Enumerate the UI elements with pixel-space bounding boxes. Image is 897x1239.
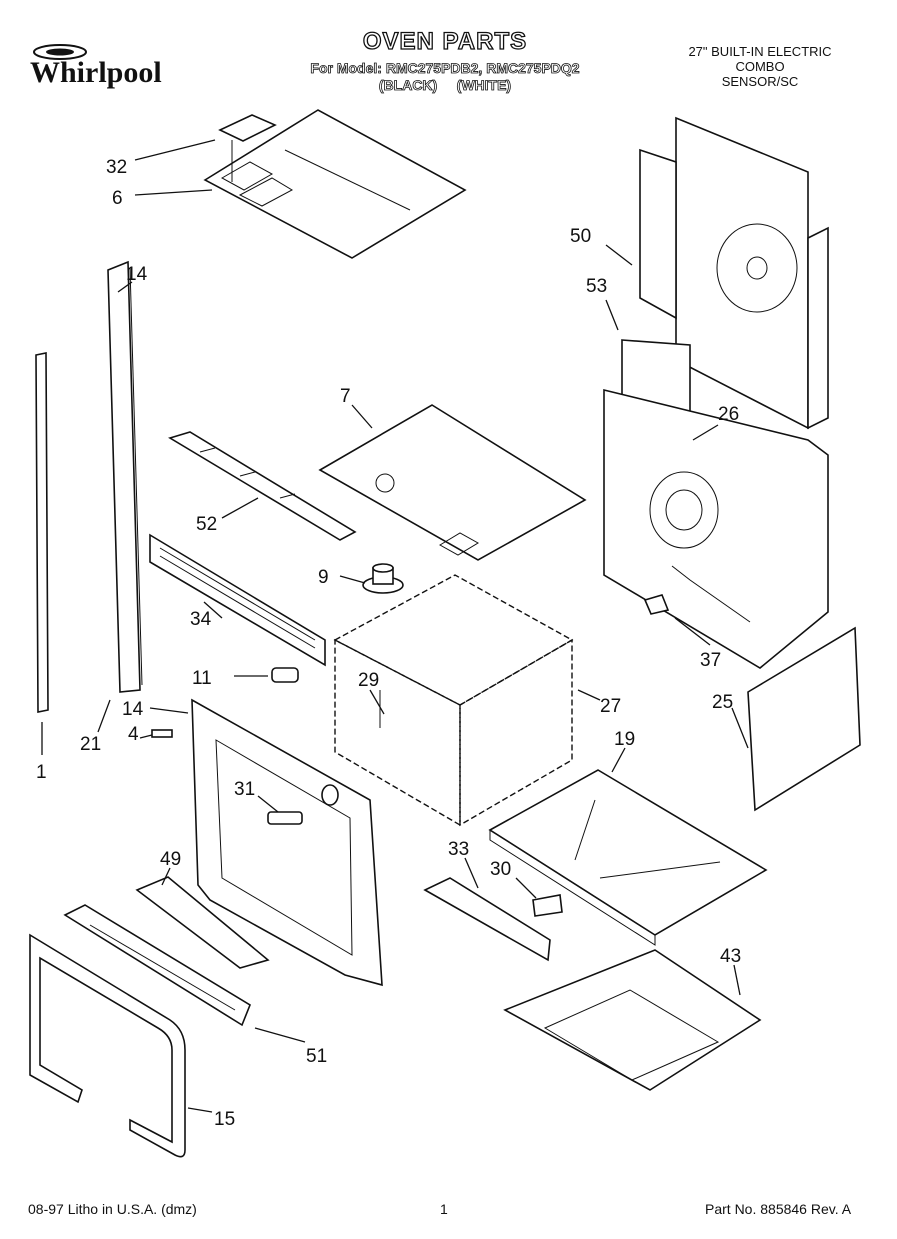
- part-1-trim-strip: [35, 352, 49, 713]
- part-15-gasket: [29, 933, 186, 1158]
- product-line-3: SENSOR/SC: [721, 74, 799, 89]
- callout-21: 21: [80, 734, 101, 755]
- product-description: 27" BUILT-IN ELECTRIC COMBO SENSOR/SC: [650, 44, 870, 89]
- part-19-floor-pan: [488, 769, 768, 946]
- part-31-switch: [267, 811, 303, 825]
- callout-6: 6: [112, 188, 123, 209]
- product-line-2: COMBO: [735, 59, 785, 74]
- part-32-bracket: [218, 114, 277, 182]
- callout-53: 53: [586, 276, 607, 297]
- part-50-rear-panel: [639, 116, 829, 430]
- part-4-screw: [151, 729, 173, 738]
- leader-lines: [41, 139, 749, 1113]
- callout-7: 7: [340, 386, 351, 407]
- callout-29: 29: [358, 670, 379, 691]
- part-51-vent-trim: [63, 904, 251, 1027]
- callout-labels: 32 6 50 53 7 26 14 1 52 9 34 11 29 27 37…: [36, 157, 741, 1130]
- part-14-front-frame: [191, 698, 383, 987]
- brand-name: Whirlpool: [30, 56, 162, 89]
- part-34-grille: [149, 533, 326, 667]
- callout-1: 1: [36, 762, 47, 783]
- callout-49: 49: [160, 849, 181, 870]
- callout-14: 14: [122, 699, 144, 720]
- model-info: For Model: RMC275PDB2, RMC275PDQ2 (BLACK…: [285, 60, 605, 94]
- part-21-side-trim: [107, 260, 143, 693]
- callout-15: 15: [214, 1109, 235, 1130]
- color-line: (BLACK) (WHITE): [378, 77, 512, 94]
- product-line-1: 27" BUILT-IN ELECTRIC: [688, 44, 832, 59]
- part-25-side-panel: [747, 626, 861, 812]
- part-9-sensor: [362, 563, 404, 594]
- part-11-lamp: [271, 667, 299, 683]
- part-6-top-panel: [203, 109, 467, 259]
- footer-page-number: 1: [440, 1201, 448, 1217]
- callout-43: 43: [720, 946, 741, 967]
- callout-50: 50: [570, 226, 591, 247]
- callout-25: 25: [712, 692, 733, 713]
- part-52-vent-duct: [168, 431, 357, 541]
- callout-31: 31: [234, 779, 255, 800]
- callout-27: 27: [600, 696, 621, 717]
- callout-4: 4: [128, 724, 139, 745]
- callout-33: 33: [448, 839, 469, 860]
- part-49-strip: [135, 876, 270, 969]
- part-26-rear-wall: [603, 388, 829, 669]
- model-line: For Model: RMC275PDB2, RMC275PDQ2: [310, 60, 580, 77]
- callout-14-top: 14: [126, 264, 148, 285]
- page-title: OVEN PARTS: [362, 27, 528, 55]
- footer-part-number: Part No. 885846 Rev. A: [705, 1201, 852, 1217]
- part-43-drip-pan: [503, 949, 762, 1091]
- footer-print-info: 08-97 Litho in U.S.A. (dmz): [28, 1201, 197, 1217]
- callout-30: 30: [490, 859, 511, 880]
- callout-9: 9: [318, 567, 329, 588]
- callout-52: 52: [196, 514, 217, 535]
- callout-51: 51: [306, 1046, 327, 1067]
- callout-26: 26: [718, 404, 739, 425]
- callout-32: 32: [106, 157, 127, 178]
- whirlpool-logo: Whirlpool: [30, 44, 162, 89]
- part-33-strip: [423, 877, 551, 962]
- part-27-oven-cavity: [333, 574, 574, 827]
- callout-19: 19: [614, 729, 635, 750]
- part-30-bracket: [532, 894, 563, 917]
- part-7-cover: [318, 404, 587, 561]
- callout-11: 11: [192, 668, 212, 689]
- callout-34: 34: [190, 609, 212, 630]
- callout-37: 37: [700, 650, 721, 671]
- part-37-clip: [643, 594, 670, 615]
